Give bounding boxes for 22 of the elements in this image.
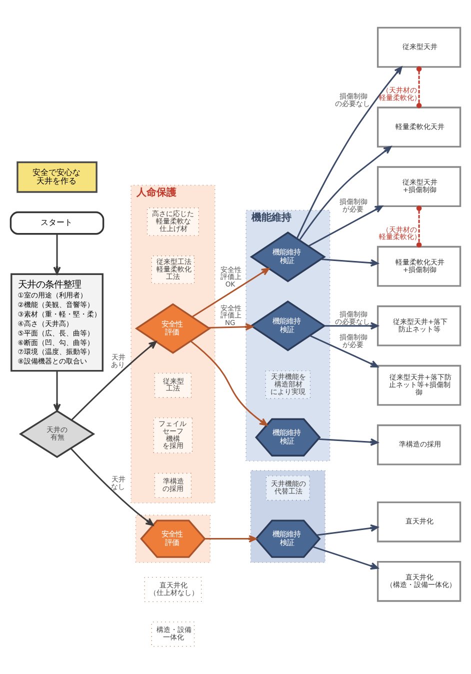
node-box: スタート: [10, 211, 104, 235]
arrow: [308, 205, 383, 247]
arrow: [53, 370, 61, 412]
arrow: [208, 323, 254, 331]
arrow: [298, 146, 392, 241]
arrow: [204, 535, 257, 543]
connector: [416, 206, 422, 248]
arrow: [70, 448, 154, 526]
arrow: [318, 438, 378, 446]
arrow: [296, 66, 402, 239]
arrow: [190, 340, 268, 426]
arrow: [312, 546, 378, 570]
arrow: [192, 268, 270, 318]
arrow: [70, 340, 157, 421]
connector: [416, 66, 422, 108]
arrow: [324, 322, 378, 330]
arrow: [53, 234, 61, 275]
arrow: [316, 524, 378, 536]
arrow: [310, 335, 378, 368]
node-box: 安全で安心な天井を作る: [16, 161, 98, 193]
cluster: [250, 470, 326, 563]
arrow: [320, 258, 379, 267]
